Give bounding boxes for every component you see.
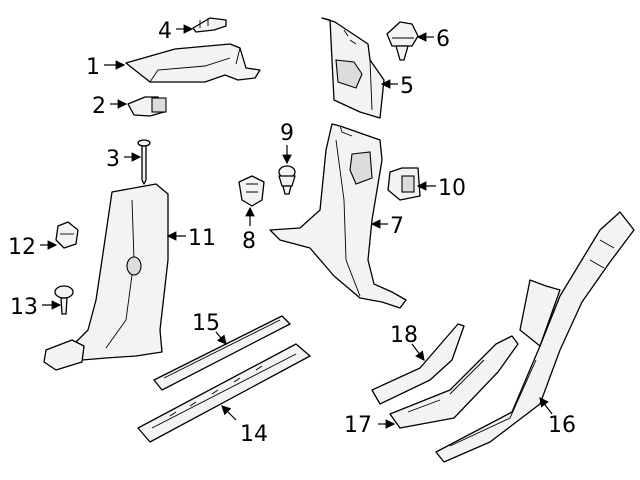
callout-10: 10	[438, 176, 466, 201]
part-3-screw	[137, 139, 151, 185]
callout-6: 6	[436, 27, 450, 52]
callout-8: 8	[242, 229, 256, 254]
callout-11: 11	[188, 226, 216, 251]
callout-3: 3	[106, 147, 120, 172]
leader-lines	[40, 24, 553, 429]
part-15-sill-strip	[153, 315, 291, 391]
callout-12: 12	[8, 235, 36, 260]
callout-18: 18	[390, 323, 418, 348]
callout-1: 1	[86, 55, 100, 80]
part-7-b-pillar-lower	[269, 123, 407, 309]
leader-14	[221, 405, 237, 421]
part-9-clip	[278, 165, 296, 195]
part-17-scuff-plate	[389, 335, 519, 429]
part-6-clip	[386, 21, 419, 61]
part-16-sill-panel	[435, 211, 635, 463]
part-10-bracket	[387, 167, 421, 201]
callout-16: 16	[548, 413, 576, 438]
part-14-scuff-plate	[137, 343, 311, 443]
leader-18	[411, 343, 425, 361]
part-2-bracket	[127, 96, 167, 117]
callout-17: 17	[344, 413, 372, 438]
leader-16	[539, 397, 553, 415]
callout-labels: 1 2 3 4 5 6 7 8 9 10 11 12 13 14 15 16 1…	[8, 19, 576, 447]
part-11-a-pillar-lower	[43, 183, 169, 371]
callout-4: 4	[158, 19, 172, 44]
callout-2: 2	[92, 94, 106, 119]
part-18-sill-cover	[371, 323, 465, 405]
callout-7: 7	[390, 214, 404, 239]
callout-13: 13	[10, 295, 38, 320]
callout-15: 15	[192, 311, 220, 336]
part-8-clip	[238, 175, 265, 207]
callout-5: 5	[400, 74, 414, 99]
part-13-screw	[54, 285, 74, 315]
part-4-clip	[192, 17, 227, 33]
part-5-b-pillar-upper	[321, 17, 385, 119]
part-12-clip	[55, 221, 79, 249]
callout-9: 9	[280, 121, 294, 146]
leader-15	[215, 331, 227, 345]
part-1-upper-trim	[125, 43, 261, 83]
callout-14: 14	[240, 422, 268, 447]
